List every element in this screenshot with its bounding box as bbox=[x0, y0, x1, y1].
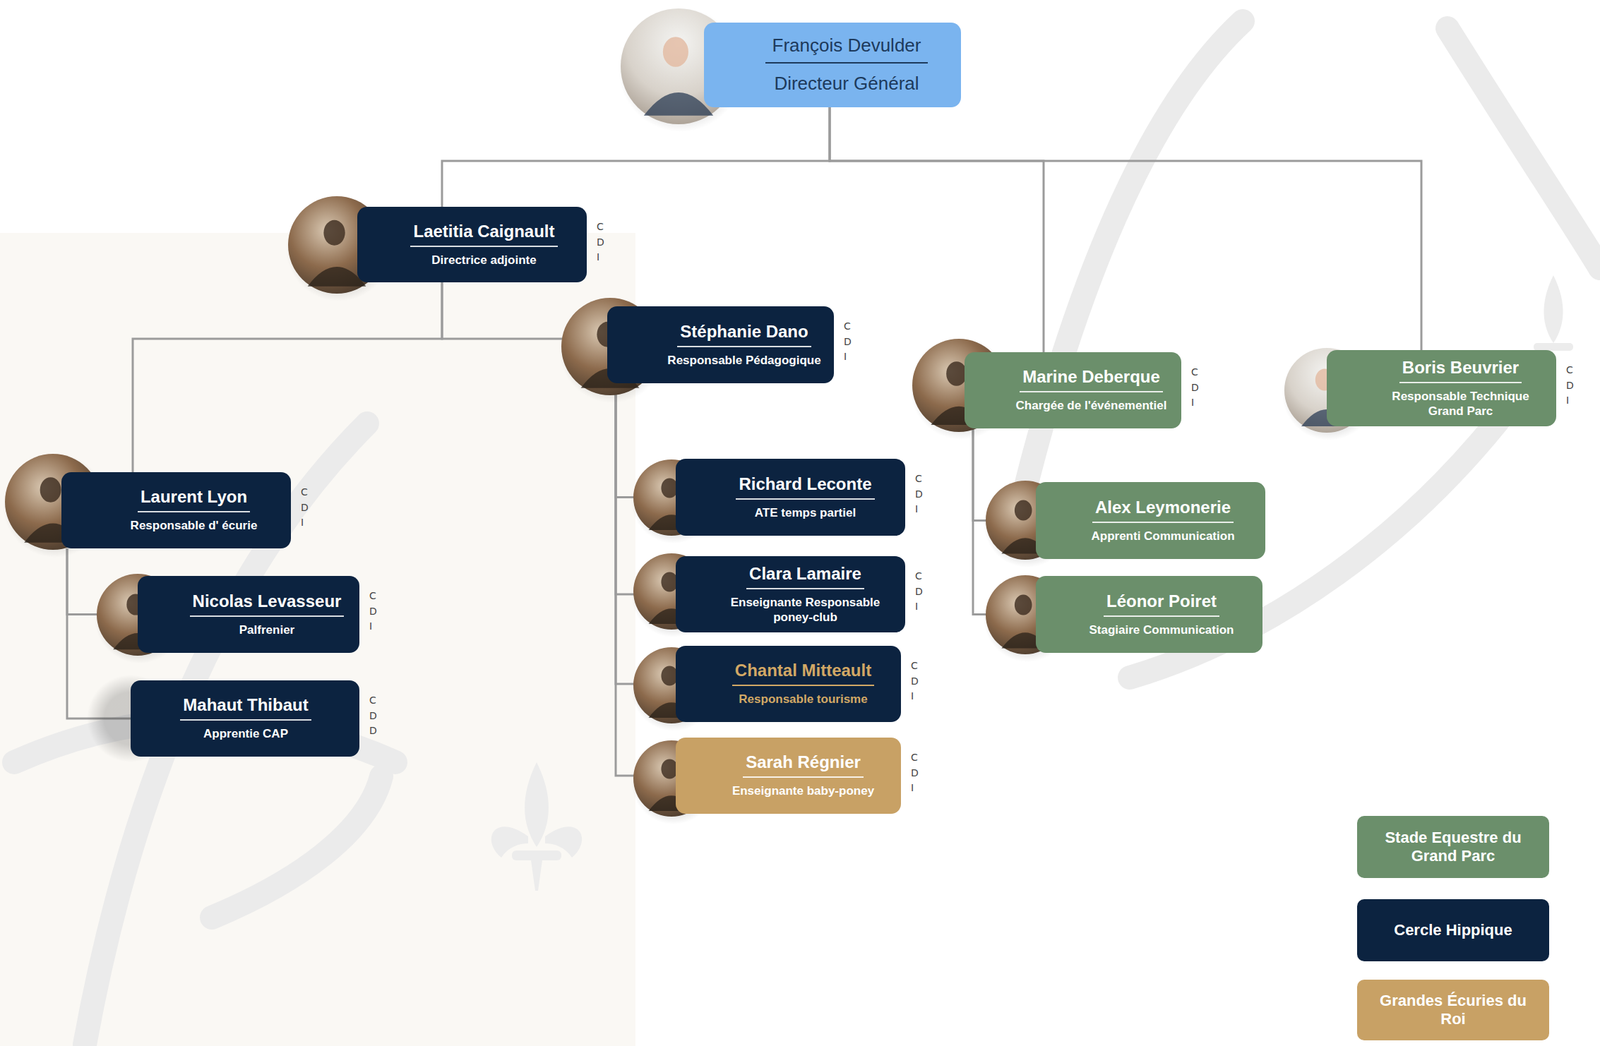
org-connector bbox=[132, 282, 443, 473]
staff-box: Sarah RégnierEnseignante baby-poney bbox=[675, 737, 901, 815]
person-name: Marine Deberque bbox=[1019, 367, 1163, 393]
job-title: Apprentie CAP bbox=[203, 726, 289, 742]
staff-box: Léonor PoiretStagiaire Communication bbox=[1035, 576, 1263, 654]
person-name: Alex Leymonerie bbox=[1092, 497, 1234, 524]
person-name: Clara Lamaire bbox=[746, 564, 865, 590]
staff-box: Richard LeconteATE temps partiel bbox=[675, 458, 906, 536]
person-name: Sarah Régnier bbox=[742, 752, 864, 779]
person-name: Léonor Poiret bbox=[1103, 591, 1220, 618]
person-name: François Devulder bbox=[765, 34, 929, 64]
job-title: Enseignante baby-poney bbox=[732, 783, 875, 799]
contract-type: CDI bbox=[915, 569, 922, 616]
contract-type: CDI bbox=[910, 750, 918, 797]
staff-box: Alex LeymonerieApprenti Communication bbox=[1035, 482, 1266, 560]
job-title: Apprenti Communication bbox=[1090, 528, 1235, 544]
legend-swatch: Stade Equestre du Grand Parc bbox=[1357, 816, 1550, 879]
staff-box: Nicolas LevasseurPalfrenier bbox=[137, 576, 360, 654]
background-panel bbox=[0, 233, 636, 1046]
org-connector bbox=[829, 107, 1422, 351]
director-box: François DevulderDirecteur Général bbox=[703, 22, 961, 108]
person-name: Nicolas Levasseur bbox=[189, 591, 345, 618]
job-title: Enseignante Responsable poney-club bbox=[715, 595, 896, 626]
job-title: Responsable d' écurie bbox=[130, 518, 258, 534]
job-title: ATE temps partiel bbox=[754, 505, 856, 521]
legend-swatch: Cercle Hippique bbox=[1357, 899, 1550, 962]
person-name: Mahaut Thibaut bbox=[180, 695, 311, 721]
job-title: Palfrenier bbox=[239, 622, 295, 638]
job-title: Stagiaire Communication bbox=[1089, 622, 1235, 638]
contract-type: CDI bbox=[300, 485, 308, 531]
contract-type: CDI bbox=[1566, 362, 1573, 409]
contract-type: CDI bbox=[596, 219, 604, 266]
staff-box: Marine DeberqueChargée de l'événementiel bbox=[964, 352, 1182, 429]
org-connector bbox=[442, 107, 830, 207]
job-title: Responsable tourisme bbox=[738, 691, 868, 707]
job-title: Directrice adjointe bbox=[431, 252, 536, 268]
contract-type: CDI bbox=[369, 588, 376, 635]
staff-box: Laurent LyonResponsable d' écurie bbox=[61, 472, 291, 549]
legend-text: Cercle Hippique bbox=[1393, 921, 1512, 940]
org-connector bbox=[829, 107, 1044, 353]
contract-type: CDD bbox=[369, 693, 376, 740]
staff-box: Laetitia CaignaultDirectrice adjointe bbox=[357, 206, 587, 283]
contract-type: CDI bbox=[915, 471, 922, 518]
staff-box: Mahaut ThibautApprentie CAP bbox=[130, 680, 360, 757]
staff-box: Boris BeuvrierResponsable Technique Gran… bbox=[1326, 350, 1557, 427]
person-name: Laetitia Caignault bbox=[410, 221, 558, 248]
contract-type: CDI bbox=[910, 658, 918, 705]
person-name: Chantal Mitteault bbox=[732, 660, 875, 687]
contract-type: CDI bbox=[1191, 365, 1198, 411]
fleur-de-lis bbox=[491, 275, 1574, 892]
job-title: Chargée de l'événementiel bbox=[1016, 398, 1168, 414]
job-title: Directeur Général bbox=[773, 72, 919, 96]
staff-box: Clara LamaireEnseignante Responsable pon… bbox=[675, 556, 906, 633]
staff-box: Stéphanie DanoResponsable Pédagogique bbox=[607, 306, 834, 384]
horse-watermark bbox=[14, 21, 1600, 1046]
job-title: Responsable Pédagogique bbox=[667, 353, 821, 368]
person-name: Laurent Lyon bbox=[137, 487, 250, 513]
person-name: Stéphanie Dano bbox=[677, 321, 811, 348]
legend-swatch: Grandes Écuries du Roi bbox=[1357, 980, 1550, 1041]
legend-text: Grandes Écuries du Roi bbox=[1366, 992, 1540, 1029]
person-name: Richard Leconte bbox=[735, 474, 875, 500]
contract-type: CDI bbox=[843, 319, 851, 366]
person-name: Boris Beuvrier bbox=[1399, 357, 1522, 384]
staff-box: Chantal MitteaultResponsable tourisme bbox=[675, 646, 901, 723]
job-title: Responsable Technique Grand Parc bbox=[1374, 389, 1547, 420]
legend-text: Stade Equestre du Grand Parc bbox=[1366, 828, 1540, 866]
